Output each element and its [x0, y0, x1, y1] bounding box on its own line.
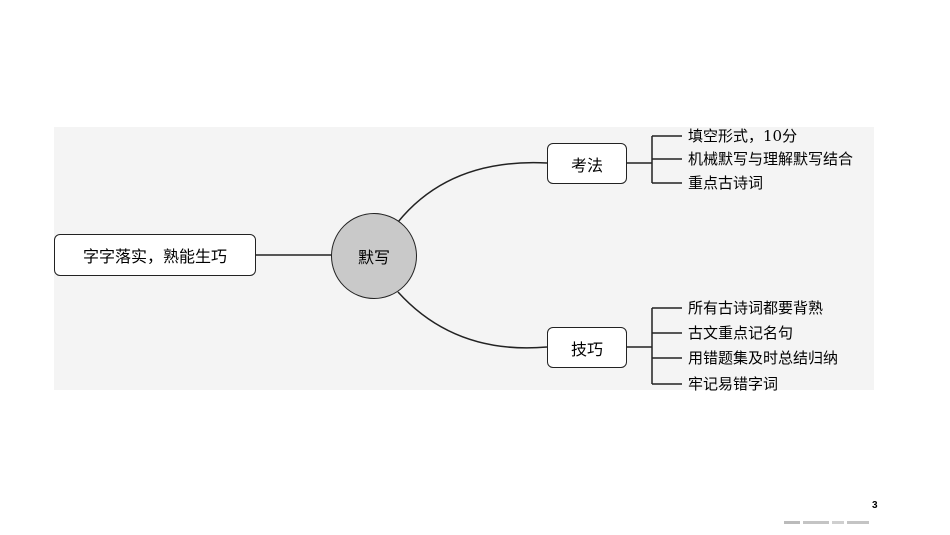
left-node-label: 字字落实，熟能生巧	[82, 247, 227, 266]
bracket-upper	[627, 135, 682, 184]
footer-watermark	[784, 521, 869, 524]
leaf-upper-1: 填空形式，10分	[688, 127, 798, 145]
connector-lower	[397, 291, 548, 349]
leaf-lower-3: 用错题集及时总结归纳	[688, 349, 839, 367]
branch-node-lower: 技巧	[547, 327, 627, 368]
leaf-lower-4: 牢记易错字词	[688, 375, 779, 393]
connector-upper	[397, 161, 548, 223]
branch-upper-label: 考法	[570, 155, 603, 175]
leaf-upper-2: 机械默写与理解默写结合	[688, 150, 854, 168]
bracket-lower	[627, 307, 682, 385]
leaf-upper-3: 重点古诗词	[688, 174, 764, 192]
center-node-label: 默写	[357, 248, 390, 267]
branch-node-upper: 考法	[547, 143, 627, 184]
center-node: 默写	[331, 213, 417, 299]
page-number: 3	[872, 500, 878, 511]
left-node: 字字落实，熟能生巧	[54, 234, 256, 276]
branch-lower-label: 技巧	[570, 339, 603, 359]
leaf-lower-2: 古文重点记名句	[688, 324, 794, 342]
leaf-lower-1: 所有古诗词都要背熟	[688, 299, 824, 317]
